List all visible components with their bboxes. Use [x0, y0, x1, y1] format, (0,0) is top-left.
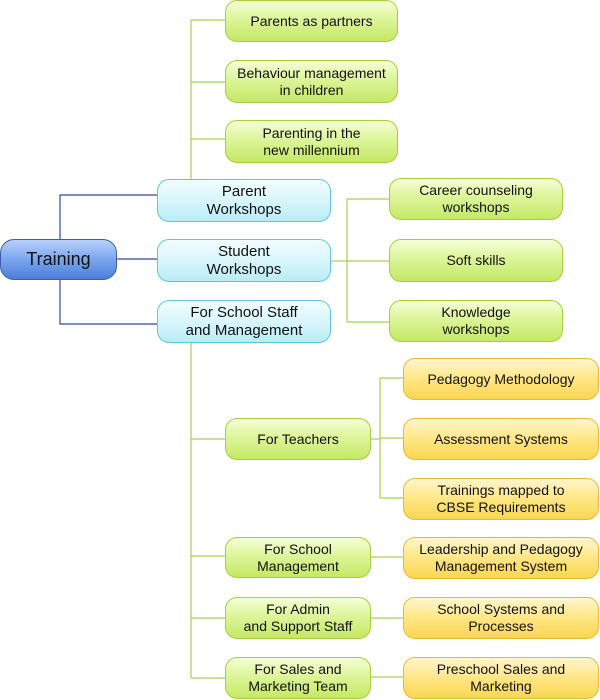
item-label: School Systems and Processes	[437, 601, 565, 634]
item-label: For Teachers	[257, 430, 339, 447]
category-label: Parent Workshops	[206, 182, 282, 218]
student-item[interactable]: Soft skills	[389, 239, 563, 282]
item-label: For School Management	[257, 540, 339, 574]
management-detail[interactable]: Leadership and Pedagogy Management Syste…	[403, 537, 599, 579]
category-student-workshops[interactable]: Student Workshops	[157, 239, 331, 282]
staff-group-admin[interactable]: For Admin and Support Staff	[225, 597, 371, 639]
root-label: Training	[26, 248, 91, 269]
connector-staff	[190, 342, 225, 679]
parent-item[interactable]: Parents as partners	[225, 0, 398, 42]
item-label: Trainings mapped to CBSE Requirements	[436, 482, 566, 515]
connector-root	[59, 194, 157, 325]
category-school-staff[interactable]: For School Staff and Management	[157, 300, 331, 343]
staff-group-sales[interactable]: For Sales and Marketing Team	[225, 657, 371, 699]
parent-item[interactable]: Behaviour management in children	[225, 60, 398, 103]
item-label: Assessment Systems	[434, 430, 568, 447]
admin-detail[interactable]: School Systems and Processes	[403, 597, 599, 639]
item-label: Parents as partners	[250, 12, 373, 29]
student-item[interactable]: Knowledge workshops	[389, 300, 563, 342]
staff-group-teachers[interactable]: For Teachers	[225, 418, 371, 460]
item-label: For Admin and Support Staff	[243, 601, 353, 634]
connector-student	[331, 198, 389, 323]
item-label: Parenting in the new millennium	[262, 124, 361, 158]
connector-groups	[371, 556, 403, 678]
connector-parent	[190, 19, 225, 180]
category-label: For School Staff and Management	[185, 303, 303, 339]
item-label: Pedagogy Methodology	[427, 370, 575, 387]
parent-item[interactable]: Parenting in the new millennium	[225, 120, 398, 163]
item-label: Knowledge workshops	[441, 304, 511, 337]
root-node[interactable]: Training	[0, 239, 117, 280]
item-label: For Sales and Marketing Team	[248, 661, 348, 694]
category-parent-workshops[interactable]: Parent Workshops	[157, 179, 331, 222]
item-label: Career counseling workshops	[419, 182, 533, 215]
item-label: Preschool Sales and Marketing	[436, 661, 566, 694]
item-label: Behaviour management in children	[237, 64, 386, 98]
teacher-detail[interactable]: Pedagogy Methodology	[403, 358, 599, 400]
student-item[interactable]: Career counseling workshops	[389, 178, 563, 220]
connector-teachers	[371, 377, 403, 499]
teacher-detail[interactable]: Trainings mapped to CBSE Requirements	[403, 478, 599, 520]
teacher-detail[interactable]: Assessment Systems	[403, 418, 599, 460]
item-label: Leadership and Pedagogy Management Syste…	[419, 541, 583, 574]
staff-group-management[interactable]: For School Management	[225, 537, 371, 578]
item-label: Soft skills	[446, 252, 506, 269]
sales-detail[interactable]: Preschool Sales and Marketing	[403, 657, 599, 699]
category-label: Student Workshops	[206, 242, 282, 278]
